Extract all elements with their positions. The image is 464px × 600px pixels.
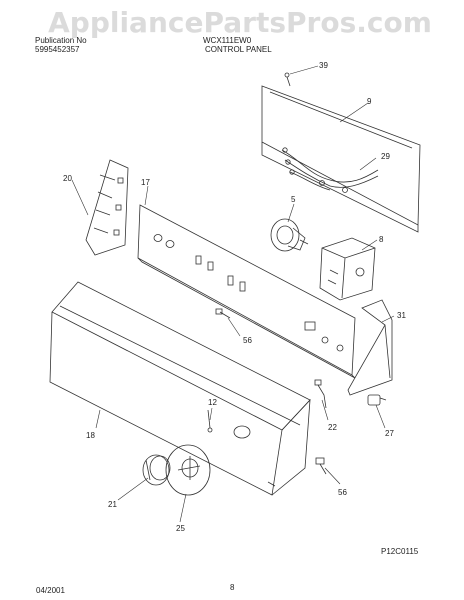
part-17-control-panel [137,204,356,379]
callout-9: 9 [367,97,372,106]
callout-5: 5 [291,195,296,204]
callout-20: 20 [63,174,72,183]
callout-31: 31 [397,311,406,320]
part-27-knob [367,394,387,406]
part-9-rear-bracket [261,72,421,233]
leader-lines [71,65,395,523]
callout-8: 8 [379,235,384,244]
part-25-dial [165,444,211,496]
callout-25: 25 [176,524,185,533]
callout-29: 29 [381,152,390,161]
footer-page-number: 8 [230,583,235,592]
publication-label: Publication No [35,36,87,45]
part-56-screw-lower [315,457,327,475]
diagram-code: P12C0115 [381,547,419,556]
publication-number: 5995452357 [35,45,80,54]
callout-21: 21 [108,500,117,509]
part-12-screw [207,409,213,433]
callout-22: 22 [328,423,337,432]
callout-56-upper: 56 [243,336,252,345]
part-31-end-cap [347,299,393,396]
callout-27: 27 [385,429,394,438]
callout-39: 39 [319,61,328,70]
section-title: CONTROL PANEL [205,45,272,54]
part-5-switch [270,218,309,252]
model-number: WCX111EW0 [203,36,252,45]
part-29-wire-harness [281,147,379,193]
footer-date: 04/2001 [36,586,65,595]
part-56-screw-upper [215,308,231,319]
part-22-screw [314,379,327,409]
part-20-end-cap [85,159,129,256]
part-18-console-cover [49,281,311,496]
callout-18: 18 [86,431,95,440]
part-21-knob [142,454,171,486]
callout-56-lower: 56 [338,488,347,497]
callout-numbers: 39 9 29 20 17 5 8 31 56 22 27 12 18 21 2… [63,61,406,533]
callout-17: 17 [141,178,150,187]
callout-12: 12 [208,398,217,407]
part-8-timer [319,237,376,301]
